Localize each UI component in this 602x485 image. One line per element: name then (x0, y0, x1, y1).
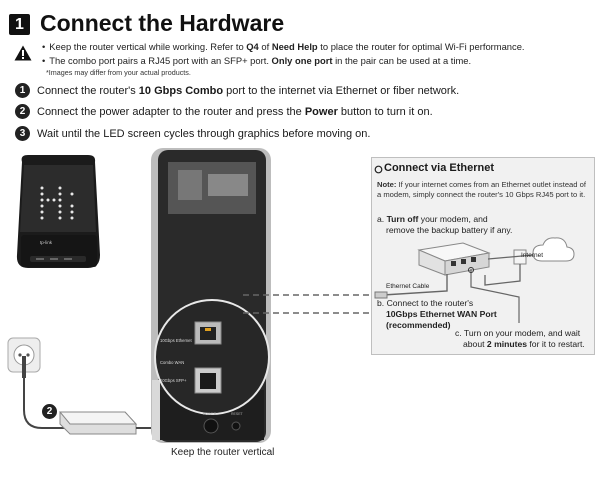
step-number: 1 (15, 83, 30, 98)
step-1: 1 Connect the router's 10 Gbps Combo por… (15, 83, 459, 98)
port-label: Combo WAN (160, 360, 185, 365)
page-title: Connect the Hardware (40, 10, 285, 36)
step-2-badge: 2 (42, 404, 57, 419)
step-c-line2: about 2 minutes for it to restart. (463, 339, 585, 349)
ethernet-cable-label: Ethernet Cable (386, 283, 430, 290)
section-number-badge: 1 (9, 14, 30, 35)
notes-list: Keep the router vertical while working. … (42, 40, 525, 68)
step-2: 2 Connect the power adapter to the route… (15, 104, 433, 119)
reset-label: RESET (231, 412, 243, 416)
step-number: 2 (15, 104, 30, 119)
step-c-text: c. Turn on your modem, and wait (455, 328, 581, 338)
brand-logo: tp-link (40, 240, 53, 245)
modem-illustration (374, 237, 575, 323)
step-text: Wait until the LED screen cycles through… (37, 127, 371, 140)
step-number: 3 (15, 126, 30, 141)
note-item: The combo port pairs a RJ45 port with an… (42, 54, 525, 68)
step-3: 3 Wait until the LED screen cycles throu… (15, 126, 370, 141)
internet-label: Internet (521, 252, 544, 259)
step-a-text: a. Turn off your modem, and (377, 214, 488, 224)
power-outlet-illustration (7, 337, 41, 378)
step-b-line3: (recommended) (386, 320, 451, 330)
router-front-illustration (16, 155, 100, 268)
power-adapter-illustration (58, 411, 176, 435)
port-label: 10Gbps Ethernet (160, 338, 192, 343)
step-b-text: b. Connect to the router's (377, 298, 474, 308)
circle-bullet-icon (374, 165, 383, 174)
step-a-text-line2: remove the backup battery if any. (386, 225, 513, 235)
warning-icon (14, 45, 32, 61)
illustration-caption: Keep the router vertical (171, 447, 275, 458)
port-label: 10Gbps SFP+ (160, 378, 187, 383)
power-label: POWER (203, 412, 217, 416)
disclaimer-text: *Images may differ from your actual prod… (46, 68, 191, 77)
panel-note: Note: If your internet comes from an Eth… (377, 180, 586, 199)
step-b-line2: 10Gbps Ethernet WAN Port (386, 309, 497, 319)
panel-title: Connect via Ethernet (384, 162, 495, 174)
note-item: Keep the router vertical while working. … (42, 40, 524, 54)
port-zoom-illustration (154, 299, 270, 415)
step-text: Connect the power adapter to the router … (37, 105, 433, 118)
step-text: Connect the router's 10 Gbps Combo port … (37, 84, 460, 97)
